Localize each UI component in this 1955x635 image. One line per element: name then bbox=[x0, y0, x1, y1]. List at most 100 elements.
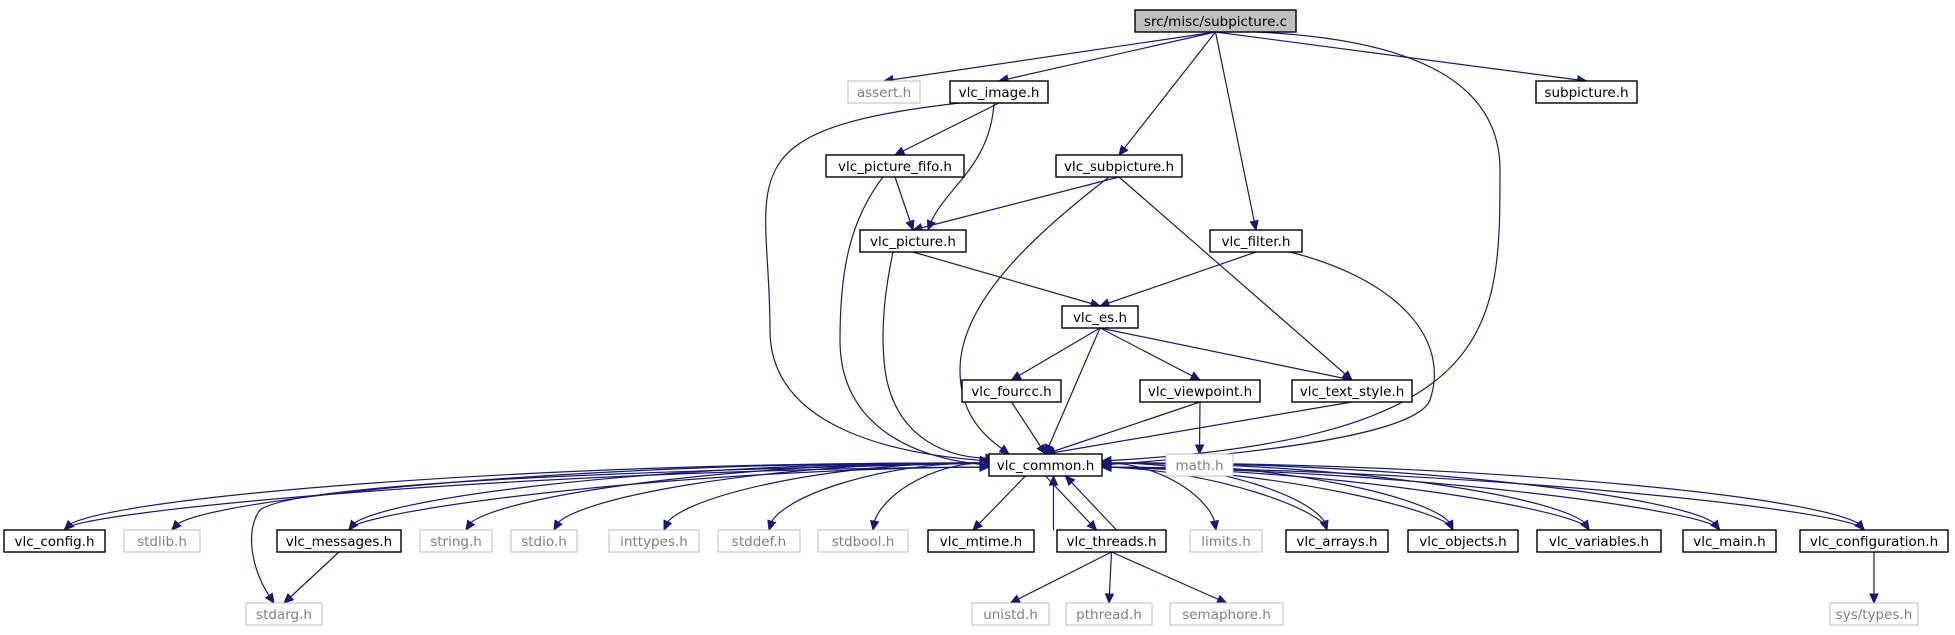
node-box bbox=[1291, 379, 1413, 403]
node-box bbox=[123, 529, 201, 553]
edge-vlc_threads_h-to-unistd_h bbox=[1009, 551, 1112, 604]
node-label: vlc_threads.h bbox=[1066, 534, 1156, 550]
node-vlc-es-h[interactable]: vlc_es.h bbox=[1061, 305, 1139, 329]
edge-vlc_common_h-to-limits_h bbox=[1101, 462, 1220, 532]
edge-line bbox=[1045, 401, 1201, 455]
node-vlc-fourcc-h[interactable]: vlc_fourcc.h bbox=[961, 379, 1062, 403]
node-vlc-text-style-h[interactable]: vlc_text_style.h bbox=[1291, 379, 1413, 403]
arrowhead bbox=[1209, 519, 1220, 532]
edge-line bbox=[1101, 462, 1328, 531]
node-box bbox=[1536, 529, 1662, 553]
node-label: vlc_es.h bbox=[1073, 310, 1127, 326]
edge-vlc_es_h-to-vlc_text_style_h bbox=[1099, 327, 1354, 383]
node-box bbox=[1169, 602, 1284, 626]
edge-vlc_viewpoint_h-to-vlc_common_h bbox=[1044, 401, 1201, 456]
node-vlc-arrays-h[interactable]: vlc_arrays.h bbox=[1285, 529, 1389, 553]
node-stdio-h: stdio.h bbox=[510, 529, 578, 553]
node-label: vlc_main.h bbox=[1693, 534, 1766, 550]
node-label: vlc_subpicture.h bbox=[1064, 159, 1174, 175]
node-assert-h: assert.h bbox=[847, 80, 921, 104]
node-stdarg-h: stdarg.h bbox=[245, 602, 323, 626]
edge-line bbox=[959, 176, 1110, 455]
node-vlc-image-h[interactable]: vlc_image.h bbox=[949, 80, 1049, 104]
edge-vlc_picture_h-to-vlc_es_h bbox=[912, 251, 1102, 308]
node-box bbox=[276, 529, 402, 553]
edge-line bbox=[1101, 466, 1865, 531]
edge-vlc_common_h-to-stdbool_h bbox=[869, 462, 990, 532]
node-vlc-configuration-h[interactable]: vlc_configuration.h bbox=[1799, 529, 1949, 553]
arrowhead bbox=[663, 519, 673, 532]
node-vlc-messages-h[interactable]: vlc_messages.h bbox=[276, 529, 402, 553]
edge-line bbox=[872, 462, 990, 531]
node-label: vlc_mtime.h bbox=[940, 534, 1022, 550]
edge-vlc_es_h-to-vlc_fourcc_h bbox=[1010, 327, 1101, 381]
edge-line bbox=[250, 462, 990, 604]
node-box bbox=[825, 154, 965, 178]
edge-line bbox=[553, 462, 990, 531]
edge-vlc_picture_fifo_h-to-vlc_picture_h bbox=[894, 176, 915, 232]
node-label: src/misc/subpicture.c bbox=[1144, 14, 1287, 30]
node-vlc-common-h[interactable]: vlc_common.h bbox=[988, 453, 1103, 477]
node-vlc-filter-h[interactable]: vlc_filter.h bbox=[1209, 229, 1303, 253]
node-vlc-threads-h[interactable]: vlc_threads.h bbox=[1056, 529, 1167, 553]
edge-line bbox=[1118, 176, 1353, 381]
edge-line bbox=[1099, 327, 1201, 381]
arrowhead bbox=[869, 519, 880, 532]
node-box bbox=[1134, 9, 1297, 33]
arrowhead bbox=[1118, 144, 1129, 156]
node-box bbox=[1055, 154, 1183, 178]
node-box bbox=[1799, 529, 1949, 553]
edge-vlc_threads_h-to-pthread_h bbox=[1104, 551, 1115, 605]
node-vlc-subpicture-h[interactable]: vlc_subpicture.h bbox=[1055, 154, 1183, 178]
edge-line bbox=[839, 176, 990, 466]
node-box bbox=[847, 80, 921, 104]
edge-line bbox=[1111, 551, 1227, 604]
node-box bbox=[1285, 529, 1389, 553]
node-box bbox=[1139, 379, 1261, 403]
edge-vlc_configuration_h-to-vlc_common_h bbox=[1100, 462, 1865, 531]
edge-line bbox=[1099, 327, 1353, 381]
node-vlc-mtime-h[interactable]: vlc_mtime.h bbox=[927, 529, 1035, 553]
edge-subpicture_c-to-assert_h bbox=[882, 31, 1216, 85]
edge-line bbox=[998, 31, 1216, 82]
node-vlc-objects-h[interactable]: vlc_objects.h bbox=[1407, 529, 1519, 553]
edge-vlc_common_h-to-stdarg_h bbox=[250, 462, 990, 605]
node-box bbox=[1535, 80, 1638, 104]
node-vlc-main-h[interactable]: vlc_main.h bbox=[1682, 529, 1777, 553]
node-subpicture-c[interactable]: src/misc/subpicture.c bbox=[1134, 9, 1297, 33]
edge-line bbox=[1101, 462, 1217, 531]
node-label: inttypes.h bbox=[620, 534, 688, 550]
edge-line bbox=[894, 102, 1000, 156]
edge-line bbox=[1101, 251, 1435, 466]
edge-line bbox=[1044, 327, 1101, 455]
node-label: vlc_text_style.h bbox=[1300, 384, 1405, 400]
edge-line bbox=[882, 251, 996, 459]
node-label: pthread.h bbox=[1076, 607, 1142, 623]
node-vlc-viewpoint-h[interactable]: vlc_viewpoint.h bbox=[1139, 379, 1261, 403]
node-vlc-picture-h[interactable]: vlc_picture.h bbox=[859, 229, 967, 253]
node-vlc-picture-fifo-h[interactable]: vlc_picture_fifo.h bbox=[825, 154, 965, 178]
edge-line bbox=[1101, 466, 1328, 531]
edge-vlc_mtime_h-to-vlc_common_h bbox=[1048, 474, 1059, 530]
arrowhead bbox=[1869, 593, 1879, 605]
edge-vlc_picture_fifo_h-to-vlc_common_h bbox=[839, 176, 991, 469]
node-unistd-h: unistd.h bbox=[971, 602, 1050, 626]
arrowhead bbox=[767, 519, 777, 532]
arrowhead bbox=[972, 519, 984, 531]
node-label: assert.h bbox=[857, 85, 911, 101]
edge-line bbox=[1011, 327, 1101, 381]
edge-line bbox=[63, 462, 990, 531]
edge-vlc_configuration_h-to-sys_types_h bbox=[1869, 552, 1879, 605]
node-box bbox=[1056, 529, 1167, 553]
node-vlc-variables-h[interactable]: vlc_variables.h bbox=[1536, 529, 1662, 553]
arrowhead bbox=[905, 219, 915, 232]
node-box bbox=[988, 453, 1103, 477]
edge-line bbox=[1101, 31, 1501, 462]
node-box bbox=[1189, 529, 1263, 553]
node-label: vlc_objects.h bbox=[1419, 534, 1506, 550]
arrowhead bbox=[1104, 593, 1115, 605]
edge-line bbox=[1099, 251, 1257, 307]
node-label: stdio.h bbox=[521, 534, 567, 550]
node-subpicture-h[interactable]: subpicture.h bbox=[1535, 80, 1638, 104]
node-vlc-config-h[interactable]: vlc_config.h bbox=[3, 529, 106, 553]
